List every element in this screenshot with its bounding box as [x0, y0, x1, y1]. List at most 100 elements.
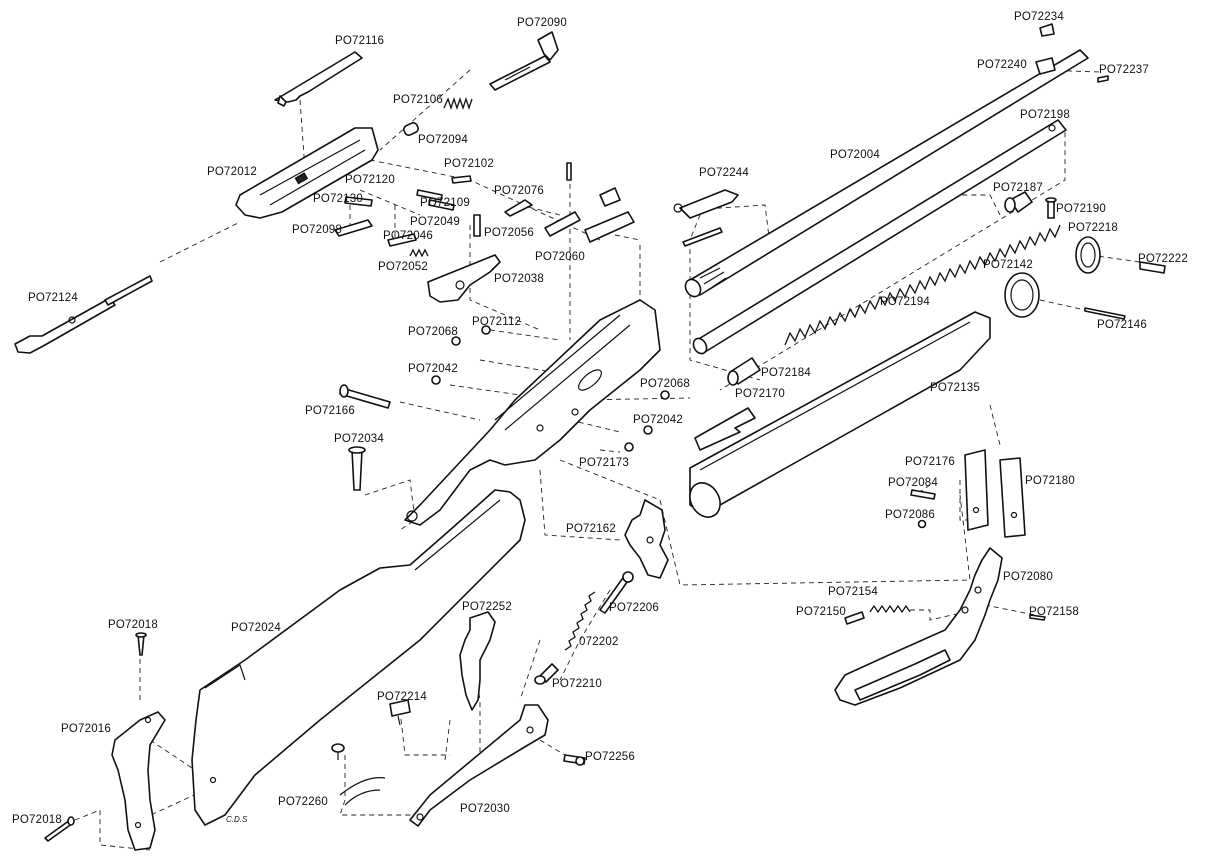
forend-cap-72142: [1004, 272, 1126, 320]
label-po72130: PO72130: [313, 193, 363, 205]
spring-72106: [443, 96, 473, 111]
spring-72202: [564, 591, 596, 651]
label-po72170: PO72170: [735, 388, 785, 400]
label-po72244: PO72244: [699, 167, 749, 179]
label-po72256: PO72256: [585, 751, 635, 763]
safety-72214: [389, 699, 411, 726]
label-po72187: PO72187: [993, 182, 1043, 194]
pin-72256: [563, 754, 586, 766]
side-plates: [964, 449, 1026, 538]
firing-pin-part: [489, 31, 559, 91]
label-po72038: PO72038: [494, 273, 544, 285]
label-po72146: PO72146: [1097, 319, 1147, 331]
label-po72046: PO72046: [383, 230, 433, 242]
label-po72252: PO72252: [462, 601, 512, 613]
label-po72056: PO72056: [484, 227, 534, 239]
screws-72018: [44, 632, 147, 842]
label-po72024: PO72024: [231, 622, 281, 634]
label-po72190: PO72190: [1056, 203, 1106, 215]
label-po72162: PO72162: [566, 523, 616, 535]
label-po72018b: PO72018: [12, 814, 62, 826]
label-po72210: PO72210: [552, 678, 602, 690]
label-po72124: PO72124: [28, 292, 78, 304]
label-po72240: PO72240: [977, 59, 1027, 71]
label-po72086: PO72086: [885, 509, 935, 521]
label-po72194: PO72194: [880, 296, 930, 308]
label-po72260: PO72260: [278, 796, 328, 808]
label-po72106: PO72106: [393, 94, 443, 106]
label-po72112: PO72112: [472, 316, 521, 328]
label-po72068b: PO72068: [640, 378, 690, 390]
spring-72154: [869, 604, 911, 614]
front-sight-parts: [1035, 23, 1109, 83]
hammer-72162: [624, 499, 669, 579]
label-po72098: PO72098: [292, 224, 342, 236]
label-po72004: PO72004: [830, 149, 880, 161]
receiver: [404, 299, 661, 526]
label-po72116: PO72116: [335, 35, 384, 47]
label-po72060: PO72060: [535, 251, 585, 263]
plug-72124: [14, 275, 153, 354]
label-po72042b: PO72042: [633, 414, 683, 426]
trigger-72252: [459, 611, 496, 711]
label-po72154: PO72154: [828, 586, 878, 598]
label-po72080: PO72080: [1003, 571, 1053, 583]
tube-plug-72187: [1004, 191, 1057, 219]
plug-72210: [534, 663, 559, 685]
label-po72180: PO72180: [1025, 475, 1075, 487]
artist-signature: C.D.S: [226, 815, 248, 824]
cover-plate-part: [274, 51, 363, 107]
label-po72184: PO72184: [761, 367, 811, 379]
label-po72150: PO72150: [796, 606, 846, 618]
small-pins: [334, 162, 572, 247]
label-po72049: PO72049: [410, 216, 460, 228]
bushing-72094: [403, 122, 419, 136]
label-po72090: PO72090: [517, 17, 567, 29]
label-po72173: PO72173: [579, 457, 629, 469]
spring-72194: [784, 224, 1061, 346]
label-po72142: PO72142: [983, 259, 1033, 271]
label-po72030: PO72030: [460, 803, 510, 815]
parts-drawing: [14, 23, 1166, 851]
barrel-band-72218: [1075, 236, 1166, 274]
label-po72158: PO72158: [1029, 606, 1079, 618]
label-po72034: PO72034: [334, 433, 384, 445]
pins-72166-72034: [339, 384, 391, 491]
lever-72080: [834, 547, 1003, 706]
label-po72084: PO72084: [888, 477, 938, 489]
forend-72135: [689, 311, 991, 518]
label-po72042a: PO72042: [408, 363, 458, 375]
bolt-72012: [235, 127, 379, 219]
label-po72012: PO72012: [207, 166, 257, 178]
label-po72102: PO72102: [444, 158, 494, 170]
label-po72052: PO72052: [378, 261, 428, 273]
receiver-screws: [431, 325, 670, 452]
label-po72237: PO72237: [1099, 64, 1149, 76]
pins-72084-72086: [910, 489, 936, 529]
part-labels: PO72090 PO72116 PO72106 PO72094 PO72102 …: [12, 11, 1188, 826]
sight-72244: [673, 189, 739, 247]
label-po72214: PO72214: [377, 691, 427, 703]
label-po72094: PO72094: [418, 134, 468, 146]
label-po72018a: PO72018: [108, 619, 158, 631]
label-po72218: PO72218: [1068, 222, 1118, 234]
label-po72076: PO72076: [494, 185, 544, 197]
label-po72176: PO72176: [905, 456, 955, 468]
buttplate-72016: [111, 711, 166, 851]
label-po72166: PO72166: [305, 405, 355, 417]
label-po72109: PO72109: [420, 197, 470, 209]
barrel-72004: [684, 49, 1089, 298]
carrier-72038: [427, 254, 501, 303]
part-72170: [694, 407, 756, 451]
lower-tang-72030: [409, 704, 549, 827]
spring-72052: [409, 248, 429, 258]
label-po72202: 072202: [579, 636, 619, 648]
label-po72198: PO72198: [1020, 109, 1070, 121]
locking-parts: [504, 187, 635, 243]
label-po72135: PO72135: [930, 382, 980, 394]
small-parts-lever: [844, 611, 1046, 625]
label-po72120: PO72120: [345, 174, 395, 186]
label-po72234: PO72234: [1014, 11, 1064, 23]
